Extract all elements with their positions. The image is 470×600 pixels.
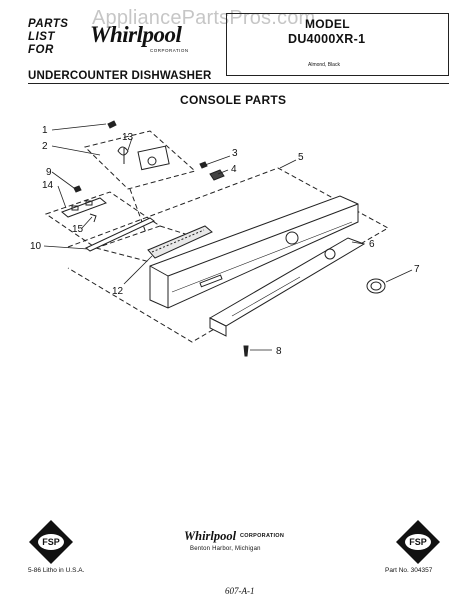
section-title: CONSOLE PARTS	[180, 93, 287, 107]
callout-15: 15	[72, 224, 84, 235]
model-label: MODEL	[305, 17, 350, 31]
callout-13: 13	[122, 132, 134, 143]
callout-3: 3	[232, 148, 238, 159]
fsp-logo-right-text: FSP	[409, 537, 427, 547]
console-panel	[149, 195, 359, 309]
footer-address: Benton Harbor, Michigan	[190, 546, 261, 552]
callout-14: 14	[42, 180, 54, 191]
model-colors: Almond, Black	[308, 62, 340, 68]
parts-list-for-label: PARTS LIST FOR	[28, 18, 88, 57]
screws	[73, 120, 249, 357]
fsp-logo-left: FSP	[29, 520, 73, 564]
callout-numbers: 1 2 3 4 5 6 7 8 9 10 12 13 14 15	[30, 125, 420, 357]
callout-5: 5	[298, 152, 304, 163]
footer-corporation: CORPORATION	[240, 533, 285, 539]
watermark: AppliancePartsPros.com	[92, 7, 316, 29]
fsp-logo-right: FSP	[396, 520, 440, 564]
callout-7: 7	[414, 264, 420, 275]
callout-6: 6	[369, 239, 375, 250]
whirlpool-corporation-tag: CORPORATION	[150, 48, 189, 53]
fsp-logo-left-text: FSP	[42, 537, 60, 547]
product-title: UNDERCOUNTER DISHWASHER	[28, 70, 212, 82]
list-word: LIST	[28, 31, 55, 43]
part-number: Part No. 304357	[385, 567, 433, 574]
callout-9: 9	[46, 167, 52, 178]
bracket-assembly	[61, 197, 107, 223]
leader-lines	[43, 123, 413, 351]
handwritten-note: 607-A-1	[225, 586, 255, 596]
control-knob	[366, 278, 386, 294]
timer-switch	[117, 145, 170, 171]
model-box	[226, 13, 449, 76]
callout-4: 4	[231, 164, 237, 175]
print-info: 5-86 Litho in U.S.A.	[28, 567, 85, 574]
selector-bar	[85, 217, 155, 252]
exploded-outline-lines	[44, 130, 390, 343]
callout-10: 10	[30, 241, 42, 252]
header-divider	[28, 83, 449, 84]
parts-word: PARTS	[28, 18, 69, 30]
callout-2: 2	[42, 141, 48, 152]
for-word: FOR	[28, 44, 54, 56]
callout-8: 8	[276, 346, 282, 357]
callout-12: 12	[112, 286, 124, 297]
model-number: DU4000XR-1	[288, 32, 366, 46]
clip	[209, 169, 225, 181]
switch-assembly	[147, 225, 213, 259]
callout-1: 1	[42, 125, 48, 136]
footer-brand: Whirlpool	[184, 529, 237, 543]
whirlpool-logo: Whirlpool	[90, 22, 182, 47]
